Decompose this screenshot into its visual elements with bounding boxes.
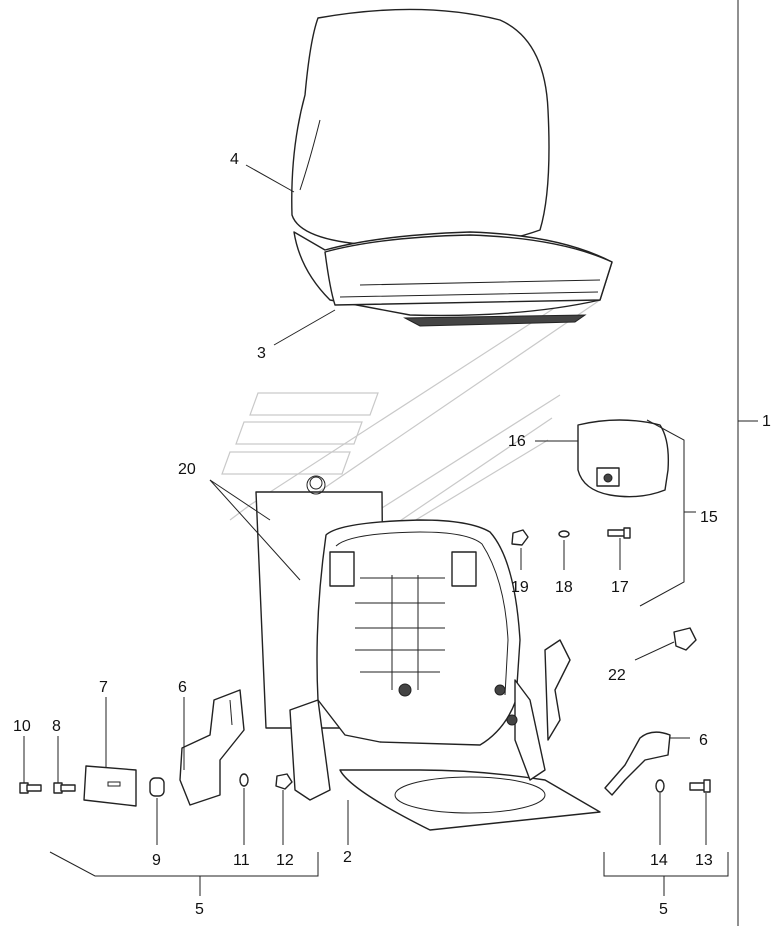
label-part-5-left: 5 [195, 901, 204, 918]
leader-lines [23, 0, 758, 926]
part-labels: 4 3 16 20 15 1 19 18 17 22 6 7 6 10 8 9 … [13, 151, 771, 918]
hardware-top-right [511, 527, 631, 546]
headrest [577, 419, 670, 498]
seat-cushion [293, 231, 613, 327]
label-part-17: 17 [611, 579, 629, 596]
cover-plate [83, 765, 137, 807]
label-part-11: 11 [233, 852, 250, 869]
label-part-20: 20 [178, 461, 196, 478]
label-part-5-right: 5 [659, 901, 668, 918]
label-part-2: 2 [343, 849, 352, 866]
seat-frame [289, 519, 601, 831]
label-part-4: 4 [230, 151, 239, 168]
label-part-14: 14 [650, 852, 668, 869]
label-part-10: 10 [13, 718, 31, 735]
watermark-logo [221, 284, 601, 591]
label-part-6-right: 6 [699, 732, 708, 749]
belt-buckle-right [604, 731, 671, 796]
label-part-22: 22 [608, 667, 626, 684]
label-part-16: 16 [508, 433, 526, 450]
label-part-8: 8 [52, 718, 61, 735]
label-part-7: 7 [99, 679, 108, 696]
label-part-15: 15 [700, 509, 718, 526]
label-part-12: 12 [276, 852, 294, 869]
label-part-1: 1 [762, 413, 771, 430]
label-part-13: 13 [695, 852, 713, 869]
label-part-19: 19 [511, 579, 529, 596]
small-bracket [673, 627, 697, 651]
label-part-3: 3 [257, 345, 266, 362]
seat-backrest [291, 8, 550, 249]
hardware-bottom-right [655, 779, 711, 793]
label-part-6-left: 6 [178, 679, 187, 696]
belt-bracket-left [179, 689, 245, 806]
label-part-9: 9 [152, 852, 161, 869]
label-part-18: 18 [555, 579, 573, 596]
hardware-bottom-left [19, 773, 293, 797]
